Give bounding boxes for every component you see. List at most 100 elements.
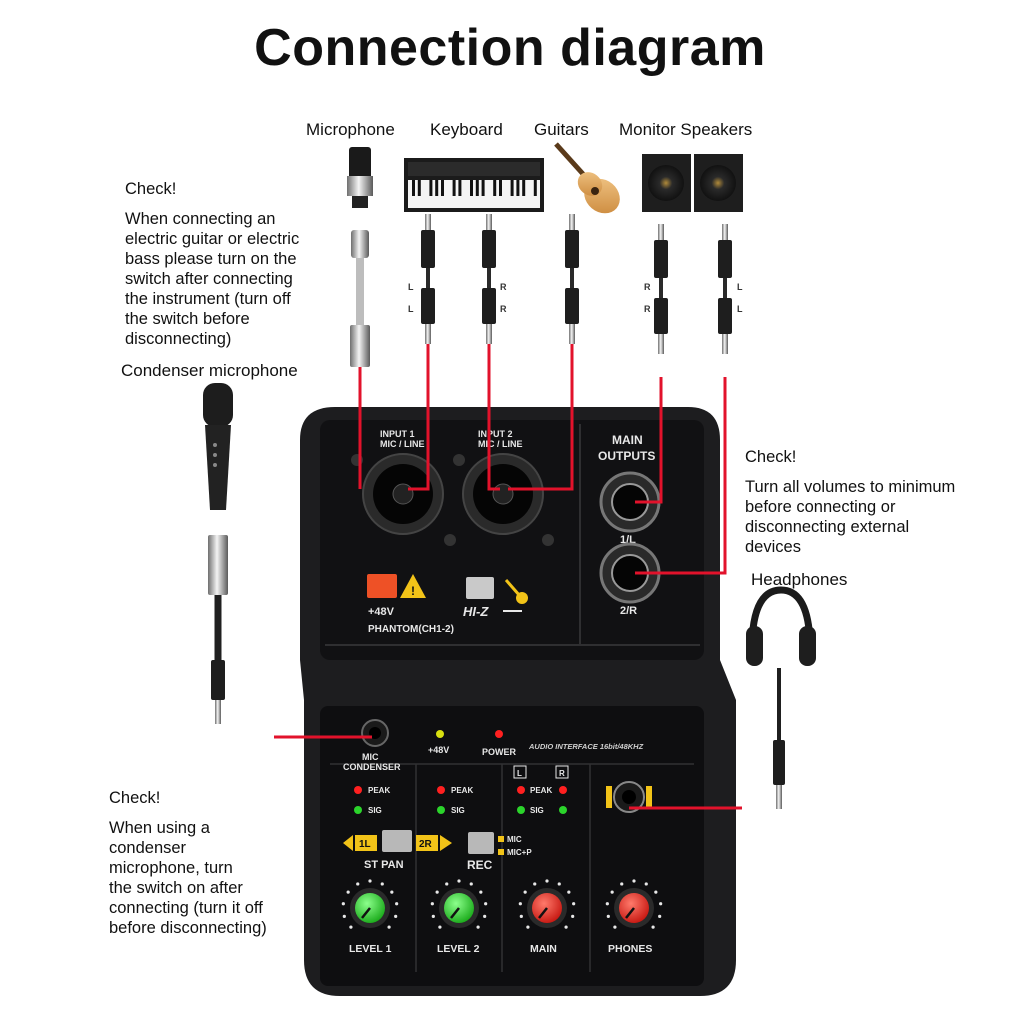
note-line: disconnecting) xyxy=(125,330,232,348)
keyboard-key xyxy=(475,180,479,196)
mic-condenser-sub-label: CONDENSER xyxy=(343,762,401,772)
plug-label: R xyxy=(500,282,507,292)
out-2r-label: 2/R xyxy=(620,605,637,617)
note-outputs: Check! Turn all volumes to minimum befor… xyxy=(745,448,1010,557)
led-peak-1 xyxy=(354,786,362,794)
mic-condenser-jack[interactable] xyxy=(361,719,389,747)
note-line: bass please turn on the xyxy=(125,250,297,268)
keyboard-key xyxy=(417,180,421,196)
mic-xlr-cable xyxy=(350,230,370,367)
phantom-48v-label: +48V xyxy=(368,606,395,618)
note-line: switch after connecting xyxy=(125,270,293,288)
note-line: before disconnecting) xyxy=(109,919,267,937)
input1-sub-label: MIC / LINE xyxy=(380,439,425,449)
phantom-48v-button[interactable] xyxy=(367,574,397,598)
st-pan-switch[interactable] xyxy=(382,830,412,852)
page-title: Connection diagram xyxy=(254,19,766,77)
note-line: the switch on after xyxy=(109,879,243,897)
led-sig-r xyxy=(559,806,567,814)
knob-level2-label: LEVEL 2 xyxy=(437,943,480,955)
main-outputs-sub-label: OUTPUTS xyxy=(598,449,655,463)
note-outputs-head: Check! xyxy=(745,448,797,466)
label-monitor-speakers: Monitor Speakers xyxy=(619,120,753,139)
note-line: connecting (turn it off xyxy=(109,899,263,917)
headphones-icon xyxy=(746,586,816,809)
l-label: L xyxy=(517,769,522,778)
hiz-label: HI-Z xyxy=(463,604,489,619)
led-power-label: POWER xyxy=(482,747,517,757)
led-48v xyxy=(436,730,444,738)
keyboard-key xyxy=(510,180,514,196)
led-sig-2 xyxy=(437,806,445,814)
led-48v-label: +48V xyxy=(428,745,449,755)
note-line: the instrument (turn off xyxy=(125,290,291,308)
guitar-small-icon xyxy=(504,579,528,604)
st-pan-label: ST PAN xyxy=(364,859,404,871)
note-line: disconnecting external xyxy=(745,518,910,536)
led-power xyxy=(495,730,503,738)
phantom-label: PHANTOM(CH1-2) xyxy=(368,624,454,635)
warning-icon xyxy=(400,574,426,598)
cable-keyboard-r-input2 xyxy=(487,344,500,491)
plug-label: R xyxy=(644,304,651,314)
phones-knob[interactable] xyxy=(605,879,663,929)
keyboard-icon xyxy=(404,158,544,212)
peak-label-main: PEAK xyxy=(530,786,552,795)
keyboard-key xyxy=(499,180,502,196)
note-condenser: Check! When using a condenser microphone… xyxy=(109,789,309,938)
label-guitars: Guitars xyxy=(534,120,589,139)
note-condenser-head: Check! xyxy=(109,789,161,807)
plug-label: L xyxy=(408,304,414,314)
svg-text:!: ! xyxy=(411,584,415,598)
signal-cables xyxy=(274,344,742,810)
guitar-icon xyxy=(554,142,620,214)
hiz-button[interactable] xyxy=(466,577,494,599)
pan-1l-label: 1L xyxy=(359,839,371,850)
led-peak-r xyxy=(559,786,567,794)
keyboard-key xyxy=(458,180,462,196)
note-line: Turn all volumes to minimum xyxy=(745,478,956,496)
rec-switch[interactable] xyxy=(468,832,494,854)
keyboard-key xyxy=(441,180,444,196)
level-1-knob[interactable] xyxy=(341,879,399,929)
cable-output-2r xyxy=(635,377,727,575)
keyboard-key xyxy=(470,180,473,196)
sig-label-main: SIG xyxy=(530,806,544,815)
pan-2r-label: 2R xyxy=(419,839,433,850)
note-guitar-head: Check! xyxy=(125,180,177,198)
knob-phones-label: PHONES xyxy=(608,943,652,955)
condenser-microphone-icon xyxy=(203,383,233,724)
main-outputs-label: MAIN xyxy=(612,433,643,447)
jack-plug xyxy=(421,214,435,344)
keyboard-key xyxy=(452,180,456,196)
output-2r-jack[interactable] xyxy=(599,542,661,604)
brand-text: AUDIO INTERFACE 16bit/48KHZ xyxy=(528,742,644,751)
label-keyboard: Keyboard xyxy=(430,120,503,139)
jack-plug xyxy=(654,224,668,354)
led-peak-2 xyxy=(437,786,445,794)
note-line: devices xyxy=(745,538,801,556)
keyboard-key xyxy=(516,180,520,196)
led-sig-1 xyxy=(354,806,362,814)
plug-label: L xyxy=(408,282,414,292)
label-headphones: Headphones xyxy=(751,570,848,589)
keyboard-key xyxy=(481,180,485,196)
main-knob[interactable] xyxy=(518,879,576,929)
label-microphone: Microphone xyxy=(306,120,395,139)
knob-main-label: MAIN xyxy=(530,943,557,955)
speaker-right-icon xyxy=(694,154,743,212)
rec-micp-label: MIC+P xyxy=(507,848,532,857)
level-2-knob[interactable] xyxy=(430,879,488,929)
keyboard-key xyxy=(493,180,497,196)
jack-plug xyxy=(718,224,732,354)
plug-label: L xyxy=(737,282,743,292)
keyboard-key xyxy=(533,180,537,196)
plug-label: R xyxy=(644,282,651,292)
cable-guitar-input2 xyxy=(508,344,574,491)
input2-sub-label: MIC / LINE xyxy=(478,439,523,449)
microphone-icon xyxy=(347,147,373,208)
peak-label-1: PEAK xyxy=(368,786,390,795)
note-guitar: Check! When connecting an electric guita… xyxy=(125,180,355,349)
note-line: electric guitar or electric xyxy=(125,230,300,248)
phones-jack[interactable] xyxy=(606,781,652,813)
